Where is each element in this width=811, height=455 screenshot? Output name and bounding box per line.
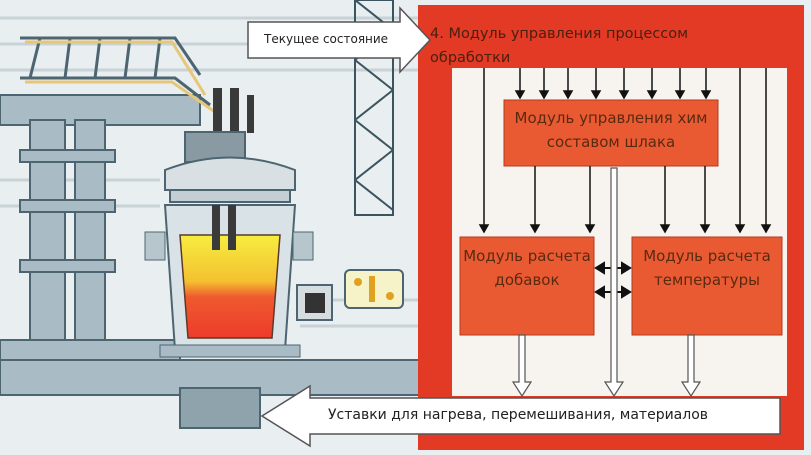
- temperature-module-box: [631, 236, 783, 336]
- input-arrow-head: [590, 90, 602, 100]
- slag-module-box: [503, 99, 719, 167]
- output-arrows: [511, 167, 702, 398]
- setpoints-arrow: [260, 384, 781, 448]
- status-arrow: [247, 6, 432, 74]
- input-arrow-head: [562, 90, 574, 100]
- cable-lines: [25, 40, 216, 114]
- additives-module-label: Модуль расчета добавок: [463, 247, 591, 289]
- input-arrow-head: [584, 224, 596, 234]
- sensor-gauge-icon: [344, 269, 404, 309]
- control-cabinet: [296, 284, 333, 321]
- electrode-arms: [20, 36, 211, 107]
- input-arrow-head: [646, 90, 658, 100]
- input-arrow-head: [734, 224, 746, 234]
- additives-module-box: [459, 236, 595, 336]
- input-arrow-head: [699, 224, 711, 234]
- input-arrow-head: [514, 90, 526, 100]
- input-arrow-head: [618, 90, 630, 100]
- ladle-roof: [164, 131, 296, 203]
- input-arrow-head: [760, 224, 772, 234]
- bottom-pit: [179, 387, 261, 429]
- main-module-title: 4. Модуль управления процессом обработки: [430, 26, 689, 66]
- temperature-module-label: Модуль расчета температуры: [643, 247, 771, 289]
- input-arrow-head: [700, 90, 712, 100]
- slag-module-label: Модуль управления хим составом шлака: [514, 109, 708, 151]
- exchange-arrows: [594, 261, 632, 299]
- ladle-furnace: [144, 204, 314, 358]
- input-arrow-head: [538, 90, 550, 100]
- input-arrow-head: [659, 224, 671, 234]
- electrodes: [213, 88, 254, 133]
- input-arrow-head: [529, 224, 541, 234]
- input-arrow-head: [478, 224, 490, 234]
- status-arrow-label: Текущее состояние: [264, 32, 389, 46]
- input-arrow-head: [674, 90, 686, 100]
- input-arrows: [478, 68, 772, 234]
- setpoints-arrow-label: Уставки для нагрева, перемешивания, мате…: [328, 407, 709, 423]
